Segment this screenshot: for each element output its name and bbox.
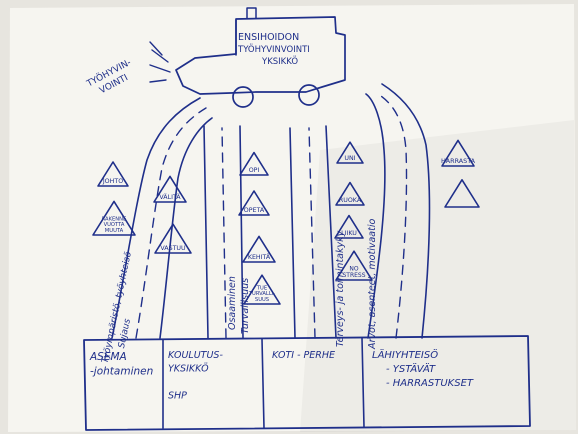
box-lahiyhteiso-line-3: - HARRASTUKSET	[386, 378, 474, 389]
sign-valita-triangle	[153, 175, 187, 203]
sign-valita-text: VÄLITÄ	[159, 192, 181, 201]
exhaust-line-2	[151, 49, 169, 63]
vehicle-wheel-front	[232, 86, 254, 108]
sign-tue-text: TURVALLI-	[248, 291, 275, 297]
sign-uni-text: UNI	[344, 155, 355, 162]
box-divider-3	[361, 337, 365, 428]
sign-uni-triangle	[336, 141, 364, 164]
box-lahiyhteiso-line-2: - YSTÄVÄT	[386, 362, 436, 375]
sign-empty-triangle	[444, 179, 480, 208]
sign-tue-triangle	[243, 274, 281, 305]
sign-opeta-text: OPETA	[244, 207, 265, 214]
exhaust-line-4	[149, 41, 163, 56]
sign-no-stress-text: NO	[349, 265, 358, 272]
road-middle-centerline	[221, 127, 227, 339]
box-koti-perhe-line-1: KOTI - PERHE	[272, 350, 335, 361]
sign-kehita-triangle	[242, 235, 276, 263]
road-far-right-inner-edge	[365, 93, 386, 339]
box-koulutusyksikko-line-2: YKSIKKÖ	[168, 364, 209, 375]
sign-rakenne-vuorovaikutus-text: VUOTTA	[104, 222, 125, 228]
sign-ruoka-triangle	[335, 181, 365, 206]
sign-liiku-text: LIIKU	[341, 230, 357, 237]
road-left-outer-edge	[111, 97, 201, 339]
road-right-left-edge	[289, 127, 296, 339]
road-far-right-centerline	[377, 93, 408, 339]
exhaust-line-3	[149, 79, 167, 83]
sign-tue-text: TUE	[256, 285, 267, 291]
base-boxes-layer: ASEMA -johtaminen KOULUTUS- YKSIKKÖ SHP KOTI …	[83, 335, 531, 431]
box-koulutusyksikko-line-1: KOULUTUS-	[168, 350, 223, 361]
road-far-right-outer-edge	[381, 83, 431, 339]
sign-opi-text: OPI	[249, 167, 260, 174]
sign-ruoka-text: RUOKA	[339, 197, 362, 204]
road-middle-right-edge	[239, 125, 244, 339]
sign-vastuu-text: VASTUU	[160, 245, 186, 252]
vehicle-wheel-rear	[298, 84, 320, 106]
sign-rakenne-vuorovaikutus-text: RAKENNE	[102, 216, 127, 222]
sign-harrasta-triangle	[441, 139, 475, 167]
sign-liiku-triangle	[334, 214, 364, 239]
road-right-label-line-1: Terveys- ja toimintakyky	[335, 230, 346, 347]
sign-tue-text: SUUS	[255, 297, 269, 303]
vehicle-label-line-1: ENSIHOIDON	[238, 32, 299, 43]
vehicle-label-line-3: YKSIKKÖ	[261, 56, 298, 67]
vehicle-body	[175, 16, 346, 95]
road-middle-label-line-1: Osaaminen	[227, 276, 238, 330]
sign-harrasta-text: HARRASTA	[441, 157, 476, 165]
road-right-label-line-2: Arvot, asenteet, motivaatio	[367, 219, 378, 350]
road-right-label: Terveys- ja toimintakyky Arvot, asenteet,…	[335, 219, 378, 350]
box-koulutusyksikko-line-4: SHP	[168, 391, 187, 402]
box-asema-line-2: -johtaminen	[90, 366, 153, 378]
sign-no-stress-triangle	[335, 250, 373, 281]
road-middle-label-line-2: Turvallisuus	[240, 278, 251, 334]
sign-opi-triangle	[239, 151, 269, 176]
exhaust-line-1	[149, 64, 171, 73]
sign-johto-text: JOHTO	[102, 178, 123, 185]
box-lahiyhteiso-line-1: LÄHIYHTEISÖ	[372, 348, 438, 361]
sign-no-stress-text: STRESS	[342, 272, 365, 279]
sign-johto-triangle	[97, 161, 129, 187]
vehicle-chimney	[246, 7, 257, 19]
vehicle-label-line-2: TYÖHYVINVOINTI	[237, 44, 310, 55]
box-divider-2	[261, 338, 265, 429]
sign-opeta-triangle	[238, 190, 270, 216]
sign-kehita-text: KEHITÄ	[248, 252, 271, 261]
sign-rakenne-vuorovaikutus-text: MUUTA	[105, 228, 124, 234]
road-right-centerline	[308, 127, 316, 339]
boxes-outline	[83, 335, 531, 431]
road-middle-left-edge	[203, 125, 209, 339]
road-right-right-edge	[325, 125, 337, 339]
box-asema-line-1: ASEMA	[89, 351, 127, 363]
sign-vastuu-triangle	[154, 223, 192, 254]
sign-rakenne-vuorovaikutus-triangle	[92, 200, 136, 236]
